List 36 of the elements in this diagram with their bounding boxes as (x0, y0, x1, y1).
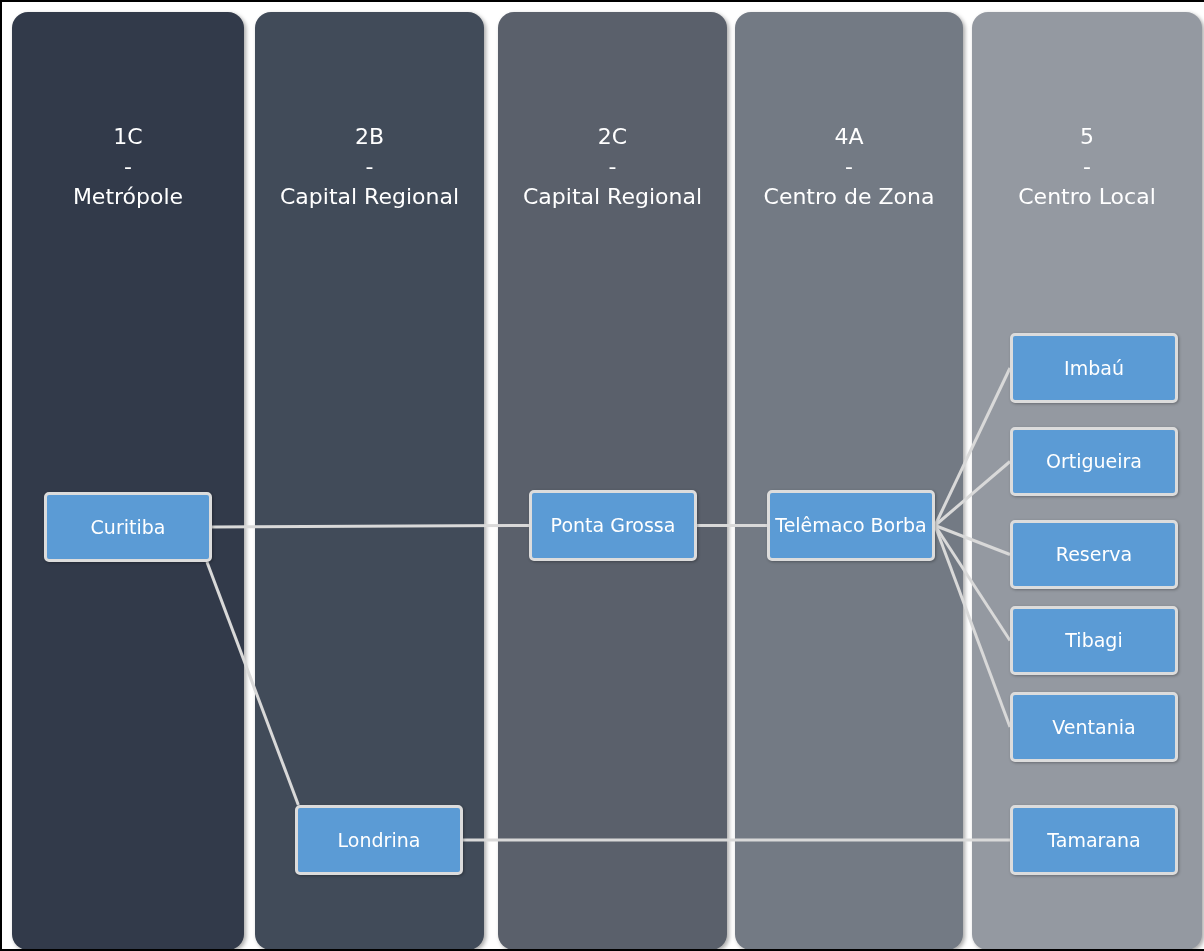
column-heading: - (364, 153, 375, 181)
connector-line (212, 524, 529, 529)
city-box: Curitiba (44, 492, 212, 562)
column-heading: 4A (833, 123, 865, 151)
column-heading: Metrópole (71, 183, 185, 211)
city-box: Tamarana (1010, 805, 1178, 875)
city-box: Ventania (1010, 692, 1178, 762)
column-heading: - (844, 153, 854, 181)
column-heading: 5 (1079, 123, 1095, 151)
column-heading: - (1082, 153, 1092, 181)
column-heading: 2C (596, 123, 629, 151)
connector-line (463, 838, 1010, 842)
category-column (498, 12, 727, 949)
city-box: Telêmaco Borba (767, 490, 935, 561)
city-box: Ortigueira (1010, 427, 1178, 496)
city-box: Londrina (295, 805, 463, 875)
category-column (12, 12, 244, 949)
column-heading: Centro de Zona (762, 183, 936, 211)
connector-line (934, 460, 1011, 527)
city-box: Ponta Grossa (529, 490, 697, 561)
category-column (735, 12, 963, 949)
connector-line (934, 524, 1011, 556)
column-heading: 2B (353, 123, 386, 151)
category-column (255, 12, 484, 949)
column-heading: Centro Local (1017, 183, 1157, 211)
category-column (972, 12, 1202, 949)
connector-line (205, 561, 300, 806)
city-box: Reserva (1010, 520, 1178, 589)
column-heading: Capital Regional (278, 183, 460, 211)
column-heading: - (607, 153, 618, 181)
column-heading: Capital Regional (521, 183, 703, 211)
city-box: Tibagi (1010, 606, 1178, 675)
column-heading: 1C (112, 123, 144, 151)
column-heading: - (123, 153, 133, 181)
city-box: Imbaú (1010, 333, 1178, 403)
connector-line (697, 524, 767, 527)
